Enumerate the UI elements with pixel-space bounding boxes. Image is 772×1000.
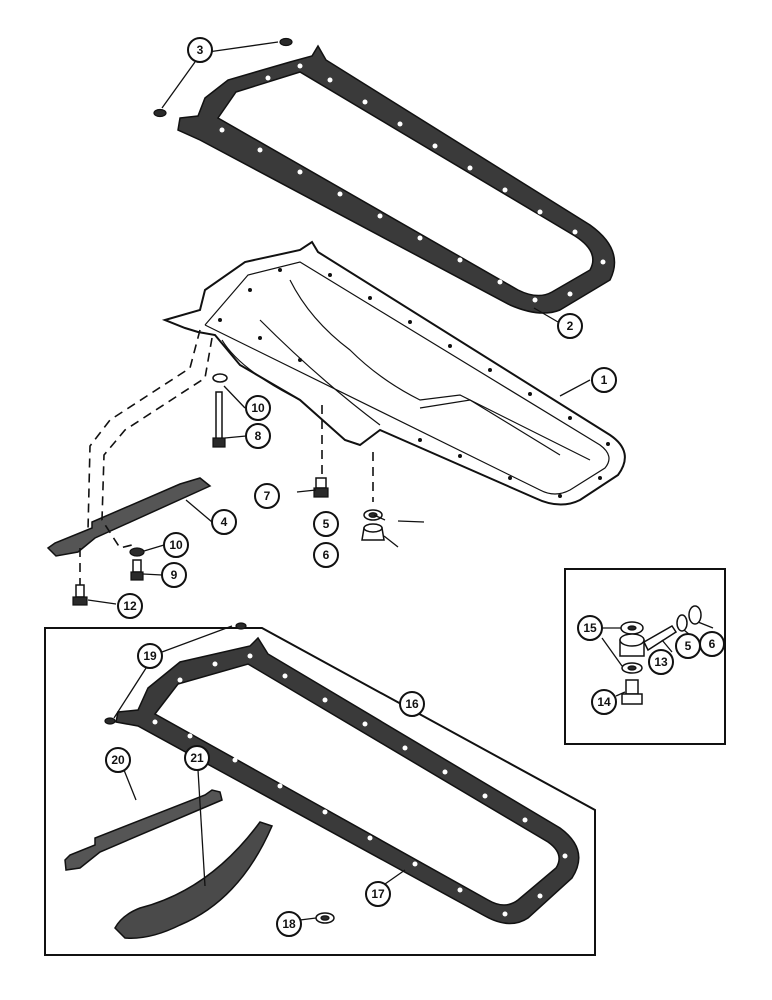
callout-18: 18 <box>276 911 302 937</box>
long-bolt <box>212 373 228 448</box>
curved-seal <box>114 821 274 939</box>
callout-16-label: 16 <box>405 697 419 711</box>
callout-17: 17 <box>365 881 391 907</box>
callout-10a: 10 <box>245 395 271 421</box>
short-bolt <box>130 559 144 581</box>
callout-9-label: 9 <box>171 568 178 582</box>
plate-gasket <box>64 789 223 871</box>
assembly-dashed-lines <box>79 329 374 585</box>
callout-6b: 6 <box>699 631 725 657</box>
callout-13-label: 13 <box>654 655 668 669</box>
callout-5b-label: 5 <box>685 639 692 653</box>
callout-19: 19 <box>137 643 163 669</box>
lower-gasket <box>115 636 580 925</box>
leader-lines <box>87 41 714 921</box>
callout-20: 20 <box>105 747 131 773</box>
callout-4: 4 <box>211 509 237 535</box>
dowel-kit-upper <box>235 622 247 630</box>
oil-pan <box>161 240 626 506</box>
callout-6a-label: 6 <box>323 548 330 562</box>
callout-7: 7 <box>254 483 280 509</box>
callout-5a-label: 5 <box>323 517 330 531</box>
dowel-pin-lower <box>153 108 167 118</box>
callout-21: 21 <box>184 745 210 771</box>
plate-bolt <box>72 584 88 606</box>
inset-detail-box <box>564 568 726 745</box>
callout-16: 16 <box>399 691 425 717</box>
callout-10b: 10 <box>163 532 189 558</box>
bolt-center <box>313 477 329 498</box>
callout-4-label: 4 <box>221 515 228 529</box>
callout-21-label: 21 <box>190 751 204 765</box>
callout-20-label: 20 <box>111 753 125 767</box>
dowel-kit-lower <box>104 717 116 725</box>
callout-3: 3 <box>187 37 213 63</box>
callout-6b-label: 6 <box>709 637 716 651</box>
dowel-pin-upper <box>279 37 293 47</box>
callout-7-label: 7 <box>264 489 271 503</box>
callout-15-label: 15 <box>583 621 597 635</box>
callout-19-label: 19 <box>143 649 157 663</box>
callout-1: 1 <box>591 367 617 393</box>
callout-2: 2 <box>557 313 583 339</box>
callout-6a: 6 <box>313 542 339 568</box>
callout-8: 8 <box>245 423 271 449</box>
callout-5b: 5 <box>675 633 701 659</box>
callout-3-label: 3 <box>197 43 204 57</box>
washer-drain <box>363 509 383 521</box>
drain-plug <box>361 523 385 541</box>
callout-12-label: 12 <box>123 599 137 613</box>
callout-17-label: 17 <box>371 887 385 901</box>
callout-8-label: 8 <box>255 429 262 443</box>
callout-2-label: 2 <box>567 319 574 333</box>
small-seal <box>315 912 335 924</box>
callout-15: 15 <box>577 615 603 641</box>
reinforcing-plate <box>46 477 212 557</box>
upper-gasket <box>177 44 616 314</box>
callout-5a: 5 <box>313 511 339 537</box>
callout-14: 14 <box>591 689 617 715</box>
callout-18-label: 18 <box>282 917 296 931</box>
callout-12: 12 <box>117 593 143 619</box>
callout-10a-label: 10 <box>251 401 265 415</box>
small-washer <box>129 547 145 557</box>
callout-10b-label: 10 <box>169 538 183 552</box>
callout-1-label: 1 <box>601 373 608 387</box>
callout-9: 9 <box>161 562 187 588</box>
callout-14-label: 14 <box>597 695 611 709</box>
callout-13: 13 <box>648 649 674 675</box>
